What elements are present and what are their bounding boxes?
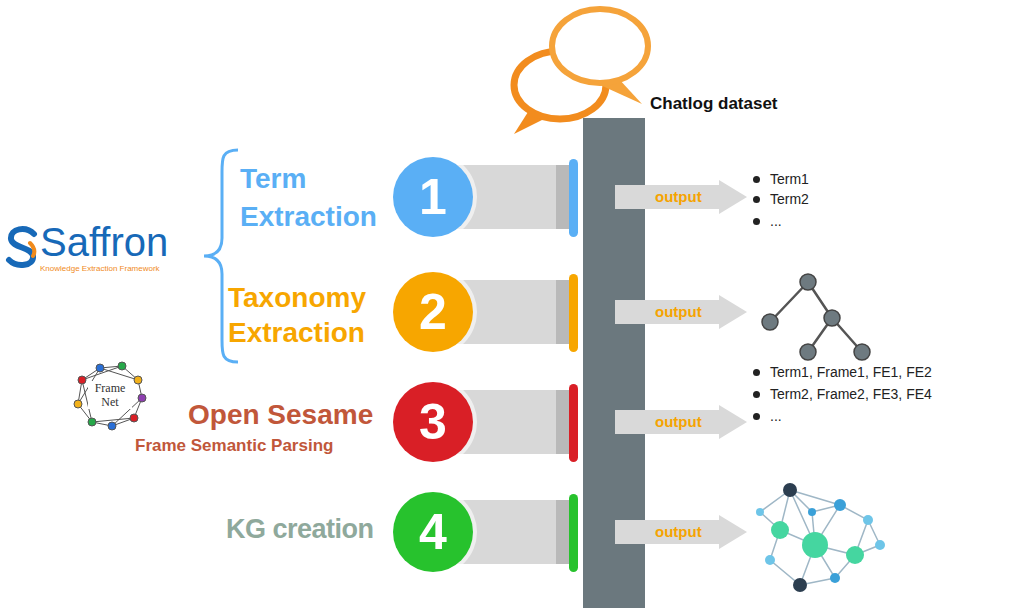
step-number: 1 <box>419 172 447 222</box>
output-label: output <box>615 295 747 329</box>
step-circle: 1 <box>393 157 473 237</box>
step-subtitle: Frame Semantic Parsing <box>135 436 333 456</box>
bullet-dot <box>753 369 760 376</box>
bullet-dot <box>753 176 760 183</box>
output-label: output <box>615 180 747 214</box>
dataset-title: Chatlog dataset <box>650 94 778 114</box>
logo-name: Saffron <box>40 220 168 265</box>
taxonomy-tree-icon <box>762 274 870 360</box>
bullet-dot <box>753 413 760 420</box>
step-number: 3 <box>419 397 447 447</box>
bullet-dot <box>753 391 760 398</box>
output-item: Term1 <box>770 171 809 187</box>
output-item: Term1, Frame1, FE1, FE2 <box>770 364 932 380</box>
bullet-dot <box>753 218 760 225</box>
step-circle: 3 <box>393 382 473 462</box>
output-arrow: output <box>615 515 747 549</box>
output-item: ... <box>770 213 782 229</box>
knowledge-graph-icon <box>756 483 885 592</box>
output-item: ... <box>770 408 782 424</box>
step-number: 4 <box>419 507 447 557</box>
output-item: Term2, Frame2, FE3, FE4 <box>770 386 932 402</box>
output-item: Term2 <box>770 191 809 207</box>
step-name: Term Extraction <box>240 160 405 236</box>
output-arrow: output <box>615 405 747 439</box>
logo-tagline: Knowledge Extraction Framework <box>40 264 160 273</box>
saffron-logo-mark <box>9 229 34 265</box>
color-tabs <box>569 159 578 572</box>
framenet-logo <box>74 362 146 430</box>
step-circle: 2 <box>393 272 473 352</box>
output-arrow: output <box>615 295 747 329</box>
output-label: output <box>615 405 747 439</box>
step-number: 2 <box>419 287 447 337</box>
step-circle: 4 <box>393 492 473 572</box>
output-arrow: output <box>615 180 747 214</box>
chat-bubbles-icon <box>514 9 648 134</box>
step-name: KG creation <box>226 514 374 545</box>
step-name: Open Sesame <box>188 399 373 431</box>
output-label: output <box>615 515 747 549</box>
step-name: Taxonomy Extraction <box>228 280 393 350</box>
bullet-dot <box>753 196 760 203</box>
logo-name: Frame Net <box>88 381 132 409</box>
